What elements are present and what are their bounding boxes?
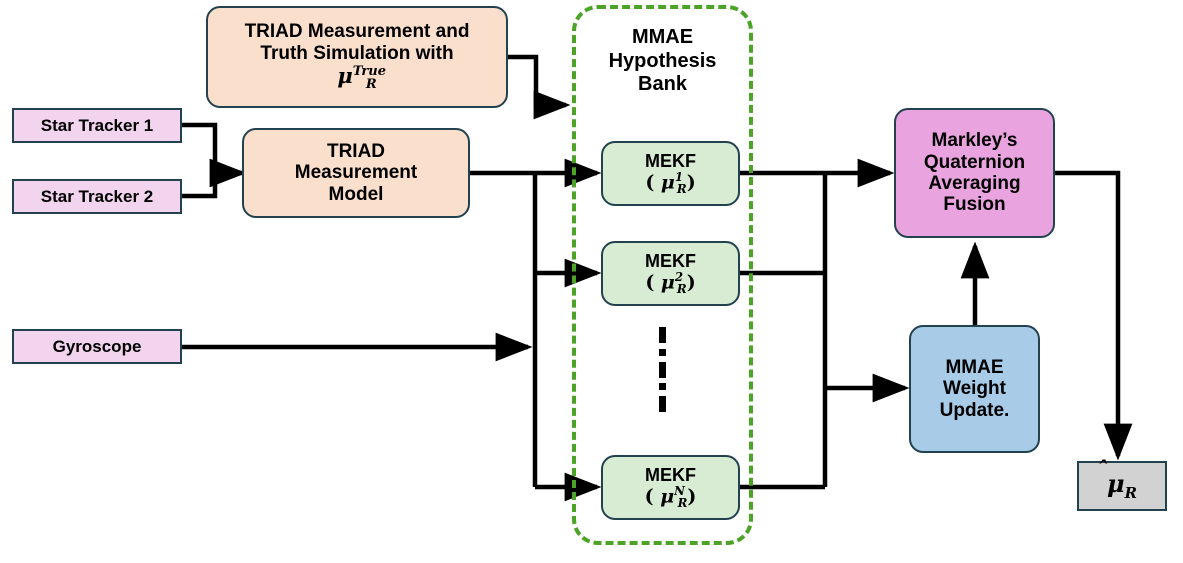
truth-block-symbol-base: μ <box>337 62 353 88</box>
truth-block-symbol-sup: True <box>352 63 387 79</box>
measurement-model-line3: Model <box>328 183 384 205</box>
fusion-line2: Quaternion <box>923 151 1026 173</box>
output-symbol-sub: R <box>1124 483 1137 502</box>
output-symbol: μ̂R <box>1107 469 1137 502</box>
sensor-star-tracker-2[interactable]: Star Tracker 2 <box>12 179 182 214</box>
output-symbol-base: μ̂ <box>1107 469 1125 498</box>
mekf-filter-1[interactable]: MEKF ( μ1R) <box>601 141 740 206</box>
ellipsis-dash-2 <box>659 361 666 378</box>
output-estimate-block[interactable]: μ̂R <box>1077 461 1167 511</box>
mekf-n-symbol-sup: N <box>674 483 685 498</box>
mekf-1-symbol-sub: R <box>676 182 687 197</box>
fusion-line3: Averaging <box>928 173 1021 194</box>
truth-block-symbol: μTrueR <box>337 62 386 93</box>
sensor-star-tracker-1[interactable]: Star Tracker 1 <box>12 108 182 143</box>
wire-startrackers-merge <box>181 122 218 199</box>
sensor-star-tracker-1-label: Star Tracker 1 <box>40 115 154 135</box>
weight-line3: Update. <box>939 399 1010 421</box>
mekf-n-symbol-sub: R <box>677 496 688 511</box>
sensor-gyroscope[interactable]: Gyroscope <box>12 329 182 364</box>
fusion-line4: Fusion <box>943 194 1006 216</box>
mekf-filter-n[interactable]: MEKF ( μNR) <box>601 455 740 520</box>
mekf-1-symbol: ( μ1R) <box>645 169 696 197</box>
weight-line2: Weight <box>943 378 1006 400</box>
triad-truth-simulation-block[interactable]: TRIAD Measurement and Truth Simulation w… <box>206 6 508 108</box>
output-symbol-mu: μ <box>1107 468 1125 498</box>
mekf-n-symbol: ( μNR) <box>644 483 697 511</box>
mekf-2-label: MEKF <box>645 250 696 271</box>
measurement-model-line1: TRIAD <box>326 141 386 163</box>
mekf-n-label: MEKF <box>645 464 696 485</box>
mekf-n-symbol-base: μ <box>660 485 675 508</box>
ellipsis-dot-1 <box>659 348 666 356</box>
sensor-gyroscope-label: Gyroscope <box>52 336 142 356</box>
wire-fusion-to-output <box>1055 170 1133 461</box>
weight-line1: MMAE <box>945 357 1004 379</box>
mekf-2-symbol-base: μ <box>660 271 675 294</box>
mekf-1-symbol-base: μ <box>660 171 675 194</box>
fusion-line1: Markley’s <box>931 130 1018 152</box>
mmae-hypothesis-bank-label: MMAE Hypothesis Bank <box>577 26 748 97</box>
truth-block-line2: Truth Simulation with <box>260 42 454 64</box>
mekf-1-label: MEKF <box>645 150 696 171</box>
mekf-2-symbol-sup: 2 <box>674 269 684 284</box>
mekf-filter-2[interactable]: MEKF ( μ2R) <box>601 241 740 306</box>
mmae-hypothesis-bank-group <box>572 5 753 545</box>
bank-label-line2: Hypothesis <box>608 49 717 72</box>
truth-block-symbol-sub: R <box>365 77 377 93</box>
vertical-ellipsis-icon <box>659 327 666 412</box>
ellipsis-dash-1 <box>659 327 666 343</box>
triad-measurement-model-block[interactable]: TRIAD Measurement Model <box>242 128 470 218</box>
measurement-model-line2: Measurement <box>294 162 418 184</box>
wire-truth-to-bank <box>508 54 571 120</box>
ellipsis-dash-3 <box>659 396 666 412</box>
sensor-star-tracker-2-label: Star Tracker 2 <box>40 186 154 206</box>
ellipsis-dot-2 <box>659 383 666 391</box>
markley-quaternion-averaging-fusion-block[interactable]: Markley’s Quaternion Averaging Fusion <box>894 108 1055 238</box>
mekf-2-symbol: ( μ2R) <box>645 269 696 297</box>
mekf-1-symbol-sup: 1 <box>674 169 684 184</box>
mmae-weight-update-block[interactable]: MMAE Weight Update. <box>909 325 1040 453</box>
bank-label-line1: MMAE <box>631 26 694 48</box>
mekf-2-symbol-sub: R <box>676 282 687 297</box>
truth-block-line1: TRIAD Measurement and <box>244 21 470 43</box>
bank-label-line3: Bank <box>638 73 687 96</box>
